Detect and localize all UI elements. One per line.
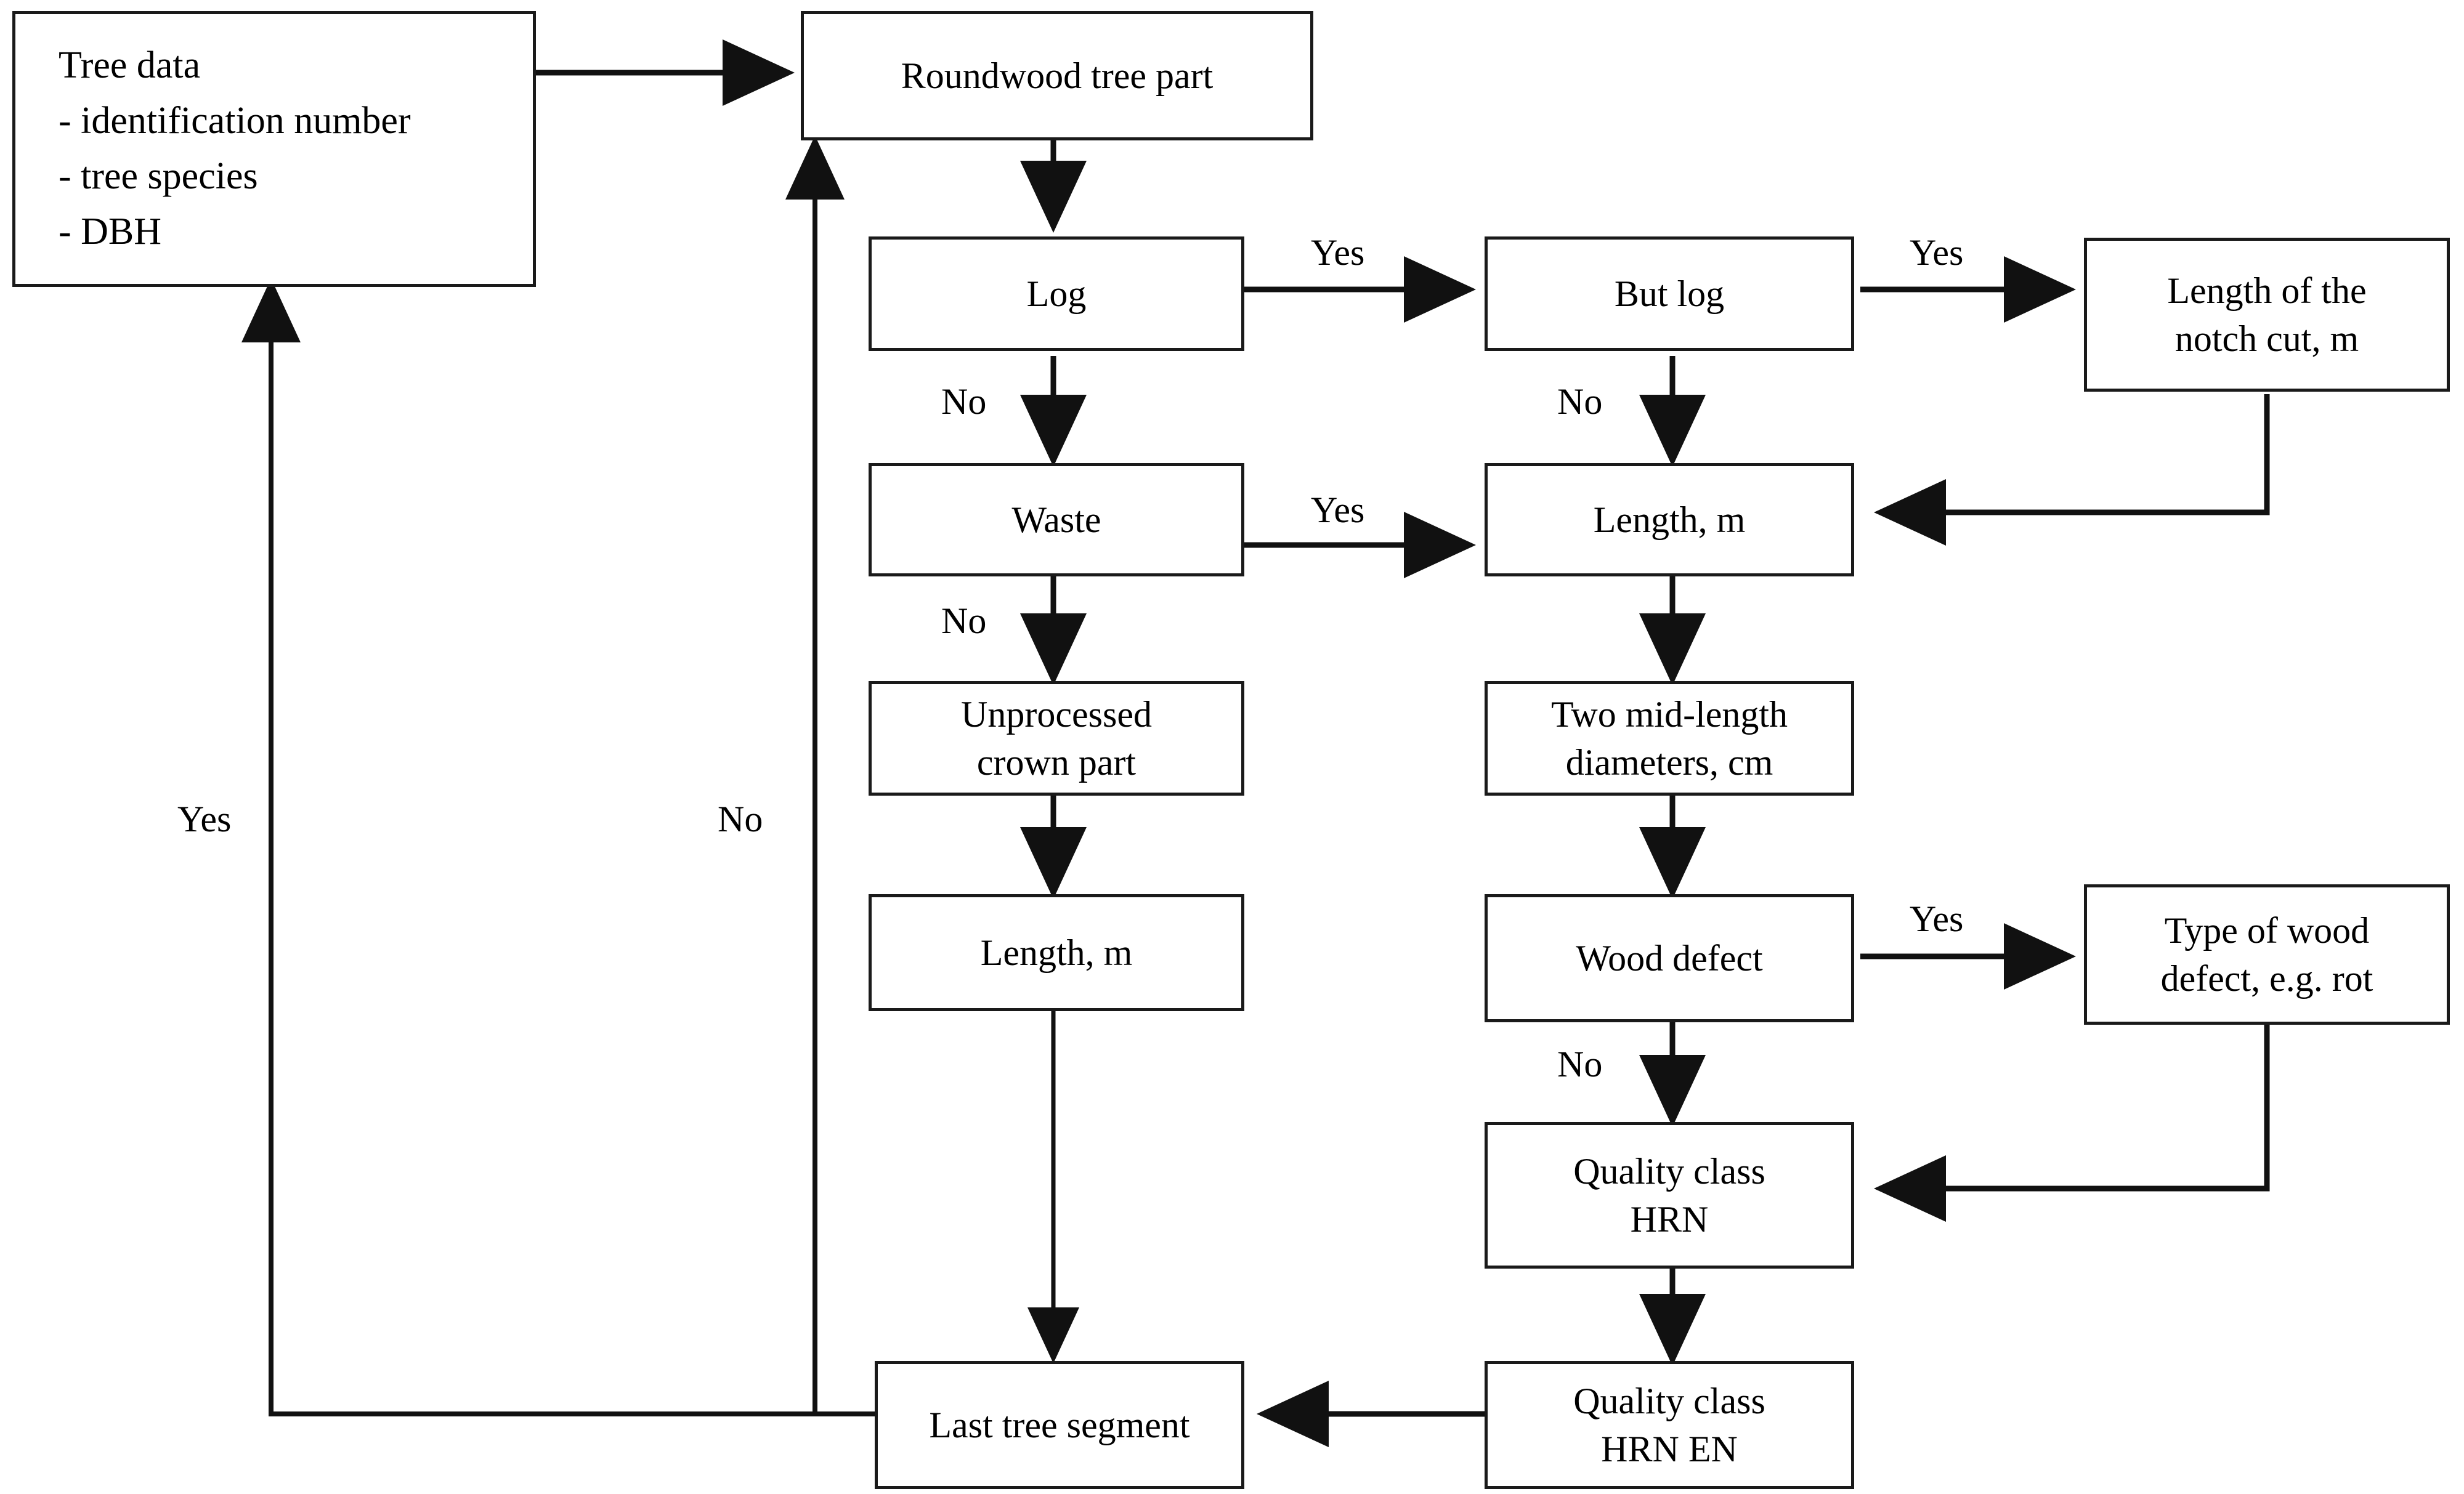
edge-label-loop-no: No	[718, 799, 763, 839]
node-length-of-notch-cut[interactable]: Length of the notch cut, m	[2084, 238, 2450, 392]
node-waste[interactable]: Waste	[869, 463, 1244, 576]
node-type-of-wood-defect[interactable]: Type of wood defect, e.g. rot	[2084, 884, 2450, 1025]
node-wood-defect[interactable]: Wood defect	[1485, 894, 1854, 1022]
edge-notchcut-to-length	[1874, 394, 2270, 546]
edge-label-loop-yes: Yes	[177, 799, 232, 839]
edge-lasttreesegment-yes-loop	[241, 278, 815, 1416]
node-quality-class-hrn[interactable]: Quality class HRN	[1485, 1122, 1854, 1269]
node-length-m-middle[interactable]: Length, m	[869, 894, 1244, 1011]
node-tree-data[interactable]: Tree data - identification number - tree…	[12, 11, 536, 287]
edge-label-but-log-yes: Yes	[1910, 232, 1964, 273]
edge-label-but-log-no: No	[1557, 381, 1603, 422]
node-unprocessed-crown-part[interactable]: Unprocessed crown part	[869, 681, 1244, 796]
edge-label-wood-defect-yes: Yes	[1910, 898, 1964, 939]
node-length-m-right[interactable]: Length, m	[1485, 463, 1854, 576]
edge-type-to-qualityhrn	[1874, 1024, 2270, 1222]
edge-label-log-yes: Yes	[1311, 232, 1365, 273]
node-log[interactable]: Log	[869, 236, 1244, 351]
edge-label-wood-defect-no: No	[1557, 1044, 1603, 1084]
edge-label-waste-no: No	[941, 600, 987, 641]
node-last-tree-segment[interactable]: Last tree segment	[875, 1361, 1244, 1489]
node-two-mid-length-diameters[interactable]: Two mid-length diameters, cm	[1485, 681, 1854, 796]
node-but-log[interactable]: But log	[1485, 236, 1854, 351]
node-roundwood-tree-part[interactable]: Roundwood tree part	[801, 11, 1313, 140]
node-quality-class-hrn-en[interactable]: Quality class HRN EN	[1485, 1361, 1854, 1489]
edge-lasttreesegment-no-loop	[785, 135, 875, 1416]
edge-label-waste-yes: Yes	[1311, 490, 1365, 530]
edge-label-log-no: No	[941, 381, 987, 422]
